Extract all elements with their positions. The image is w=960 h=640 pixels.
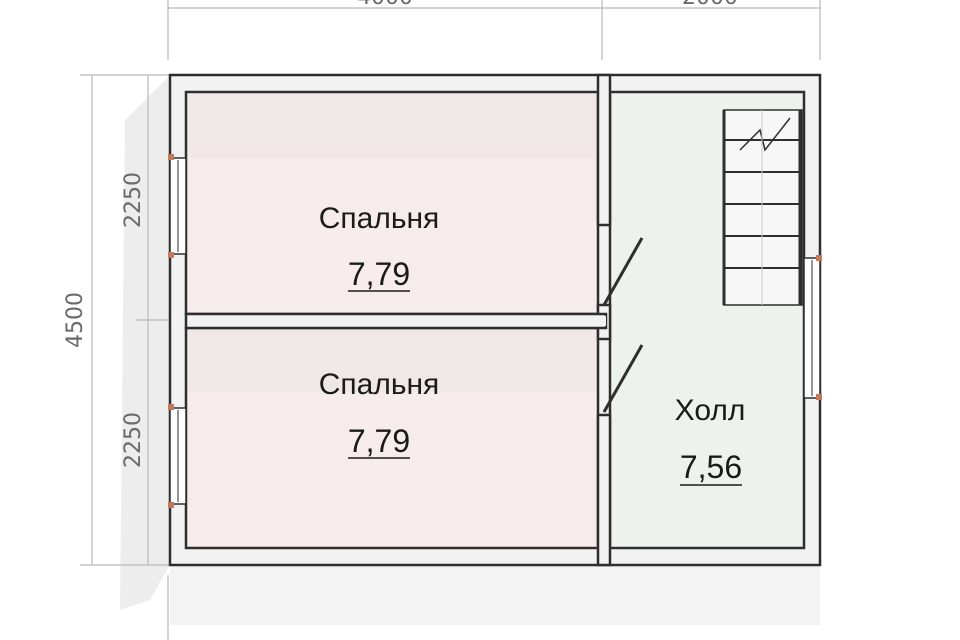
room-area-hall: 7,56: [680, 449, 742, 485]
room-name-bedroom-upper: Спальня: [319, 202, 440, 235]
partition-wall: [184, 73, 612, 567]
door-upper-bedroom: [602, 237, 644, 306]
room-name-bedroom-lower: Спальня: [319, 368, 440, 401]
room-area-bedroom-upper: 7,79: [348, 256, 410, 292]
dim-left-total: 4500: [63, 292, 88, 348]
dim-top-right: 2000: [682, 0, 738, 10]
staircase: [722, 109, 803, 306]
dim-top-left: 4000: [357, 0, 413, 10]
window-left-lower: [168, 404, 187, 508]
window-right-hall: [803, 255, 822, 400]
door-lower-bedroom: [602, 344, 644, 413]
dim-left-lower: 2250: [121, 412, 146, 468]
window-left-upper: [168, 154, 187, 258]
bedroom-lower-shade: [188, 330, 596, 392]
dimension-lines: [80, 0, 821, 640]
room-area-bedroom-lower: 7,79: [348, 423, 410, 459]
plan-shadow: [120, 75, 820, 625]
dim-left-upper: 2250: [121, 172, 146, 228]
room-name-hall: Холл: [675, 394, 746, 427]
bedroom-upper-shade: [188, 94, 596, 158]
